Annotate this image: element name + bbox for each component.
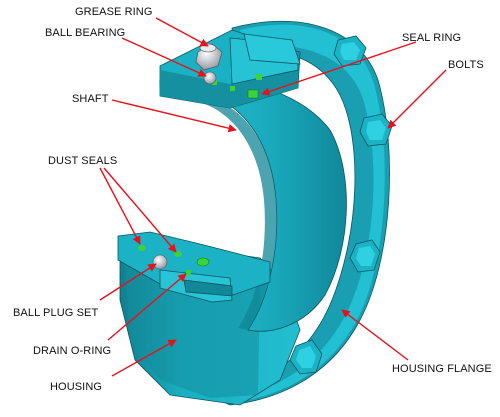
drain-o-ring (196, 257, 210, 267)
label-ball-plug-set: BALL PLUG SET (13, 307, 98, 319)
lower-seals (138, 245, 210, 275)
label-ball-bearing: BALL BEARING (45, 27, 125, 39)
label-drain-o-ring: DRAIN O-RING (33, 345, 111, 357)
seal-ring (247, 89, 259, 99)
housing-flange (213, 20, 390, 406)
label-grease-ring: GREASE RING (75, 6, 153, 18)
label-housing: HOUSING (50, 381, 102, 393)
ball-plug-set (152, 254, 168, 270)
bolt-head-right-lower (349, 239, 381, 273)
bolt-head-bottom (289, 339, 323, 375)
label-bolts: BOLTS (448, 59, 484, 71)
label-dust-seals: DUST SEALS (48, 155, 117, 167)
bolt-head-top (333, 35, 367, 67)
leader-arrows (99, 17, 447, 377)
label-seal-ring: SEAL RING (402, 32, 461, 44)
dust-seal-a (138, 245, 146, 251)
bolt-head-right-upper (359, 113, 393, 147)
label-housing-flange: HOUSING FLANGE (392, 363, 492, 375)
upper-seals (212, 74, 262, 99)
label-shaft: SHAFT (72, 93, 109, 105)
grease-ring-fitting (195, 43, 223, 71)
ball-bearing (203, 71, 217, 85)
bolts (289, 35, 393, 375)
